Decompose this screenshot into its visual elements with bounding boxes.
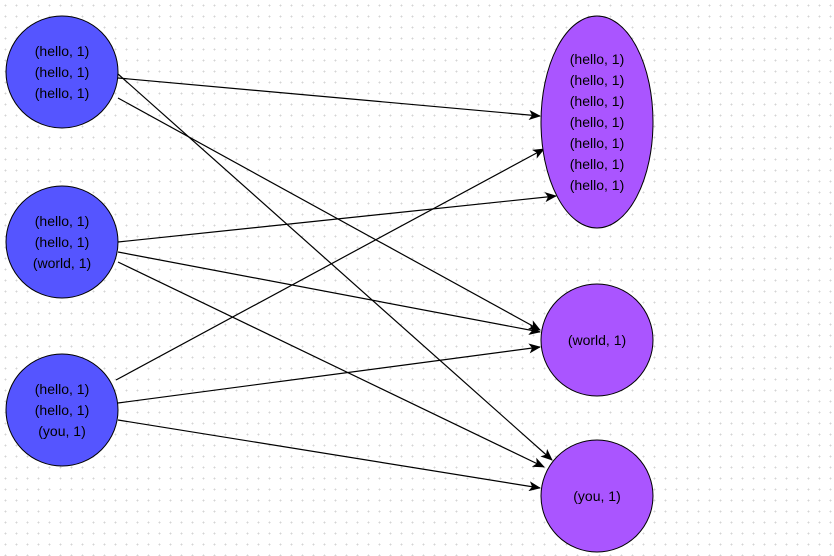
edge-source-2-to-target-you [117, 261, 545, 468]
target-world-line-1: (world, 1) [567, 331, 627, 348]
source-2-line-3: (world, 1) [32, 254, 92, 271]
source-node-3[interactable] [5, 353, 119, 467]
target-node-world[interactable] [540, 283, 654, 397]
edge-source-2-to-target-world [117, 251, 541, 335]
source-1-labels: (hello, 1) (hello, 1) (hello, 1) [6, 16, 118, 128]
source-3-labels: (hello, 1) (hello, 1) (you, 1) [6, 354, 118, 466]
source-1-line-2: (hello, 1) [34, 63, 90, 80]
target-world-labels: (world, 1) [541, 284, 653, 396]
source-2-line-1: (hello, 1) [34, 212, 90, 229]
edge-source-2-to-target-hello [117, 192, 557, 243]
edges [115, 73, 557, 492]
target-hello-line-3: (hello, 1) [569, 92, 625, 109]
source-node-2[interactable] [5, 185, 119, 299]
target-hello-line-2: (hello, 1) [569, 71, 625, 88]
target-hello-line-7: (hello, 1) [569, 176, 625, 193]
target-hello-line-4: (hello, 1) [569, 113, 625, 130]
edge-source-3-to-target-hello [115, 148, 545, 381]
target-hello-line-5: (hello, 1) [569, 134, 625, 151]
target-you-labels: (you, 1) [541, 440, 653, 552]
edge-source-1-to-target-you [117, 73, 553, 461]
edge-source-1-to-target-world [117, 97, 541, 331]
target-you-line-1: (you, 1) [573, 487, 621, 504]
edge-source-1-to-target-hello [117, 77, 541, 120]
source-3-line-3: (you, 1) [38, 422, 86, 439]
source-3-line-1: (hello, 1) [34, 380, 90, 397]
target-hello-line-1: (hello, 1) [569, 50, 625, 67]
source-3-line-2: (hello, 1) [34, 401, 90, 418]
source-node-1[interactable] [5, 15, 119, 129]
target-hello-line-6: (hello, 1) [569, 155, 625, 172]
target-hello-labels: (hello, 1) (hello, 1) (hello, 1) (hello,… [541, 16, 653, 228]
target-node-hello[interactable] [540, 15, 654, 229]
edge-source-3-to-target-world [117, 343, 541, 404]
source-1-line-3: (hello, 1) [34, 84, 90, 101]
source-1-line-1: (hello, 1) [34, 42, 90, 59]
source-2-labels: (hello, 1) (hello, 1) (world, 1) [6, 186, 118, 298]
source-2-line-2: (hello, 1) [34, 233, 90, 250]
target-node-you[interactable] [540, 439, 654, 553]
edge-source-3-to-target-you [117, 419, 541, 492]
